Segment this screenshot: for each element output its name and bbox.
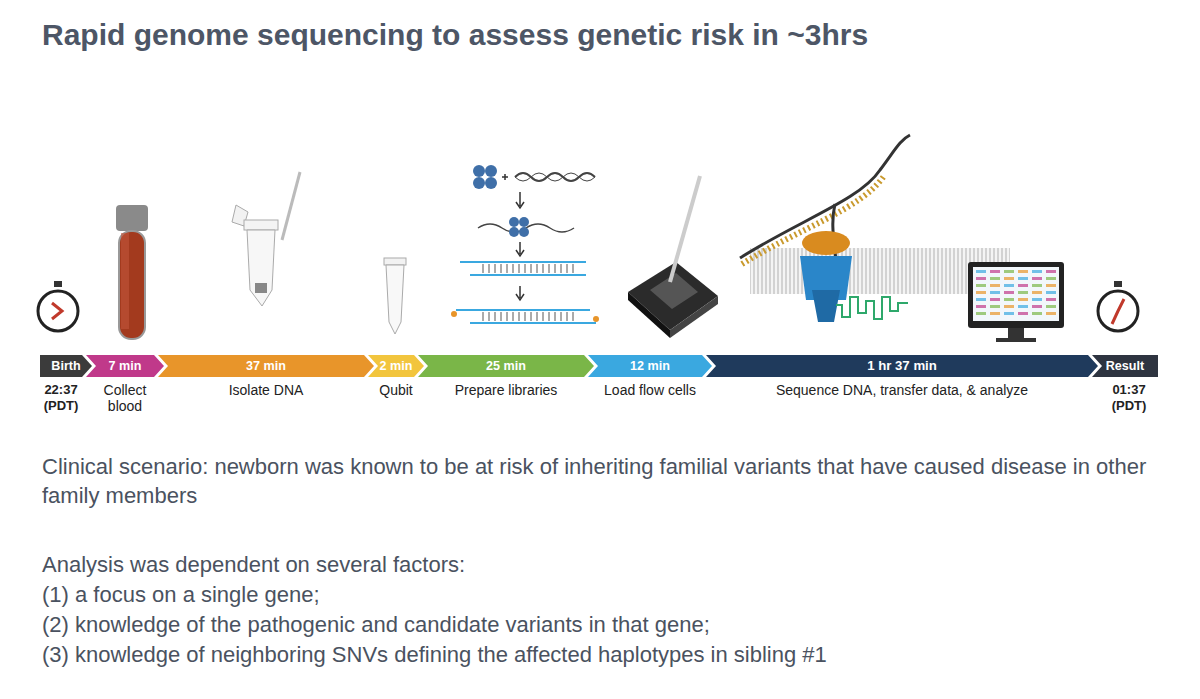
timeline-segment: 25 minPrepare libraries bbox=[418, 355, 594, 377]
timeline-segment: 1 hr 37 minSequence DNA, transfer data, … bbox=[706, 355, 1098, 377]
timeline-segment: 37 minIsolate DNA bbox=[158, 355, 374, 377]
stopwatch bbox=[38, 281, 78, 331]
timeline-segment: Result01:37 (PDT) bbox=[1092, 355, 1158, 377]
step-label: Sequence DNA, transfer data, & analyze bbox=[722, 382, 1082, 398]
qubit-tube bbox=[384, 258, 406, 334]
step-label: Collect blood bbox=[89, 382, 161, 414]
timeline-segment: 2 minQubit bbox=[368, 355, 424, 377]
timeline-segment: 12 minLoad flow cells bbox=[588, 355, 712, 377]
segment-duration: Birth bbox=[40, 355, 92, 377]
step-label: 22:37 (PDT) bbox=[36, 382, 86, 414]
segment-duration: 37 min bbox=[158, 355, 374, 377]
spin-column bbox=[232, 172, 300, 306]
blood-tube bbox=[116, 205, 148, 339]
step-label: 01:37 (PDT) bbox=[1104, 382, 1154, 414]
step-label: Load flow cells bbox=[590, 382, 710, 398]
step-label: Prepare libraries bbox=[426, 382, 586, 398]
segment-duration: Result bbox=[1092, 355, 1158, 377]
step-label: Qubit bbox=[366, 382, 426, 398]
analysis-heading: Analysis was dependent on several factor… bbox=[42, 550, 1192, 579]
factor-item: (3) knowledge of neighboring SNVs defini… bbox=[42, 640, 1192, 669]
segment-duration: 1 hr 37 min bbox=[706, 355, 1098, 377]
factor-item: (1) a focus on a single gene; bbox=[42, 580, 1192, 609]
flow-cell bbox=[628, 176, 718, 338]
factor-item: (2) knowledge of the pathogenic and cand… bbox=[42, 610, 1192, 639]
segment-duration: 7 min bbox=[86, 355, 164, 377]
segment-duration: 12 min bbox=[588, 355, 712, 377]
timeline-segment: 7 minCollect blood bbox=[86, 355, 164, 377]
step-label: Isolate DNA bbox=[191, 382, 341, 398]
segment-duration: 2 min bbox=[368, 355, 424, 377]
monitor bbox=[968, 262, 1064, 342]
stopwatch bbox=[1098, 281, 1138, 331]
timeline-segment: Birth22:37 (PDT) bbox=[40, 355, 92, 377]
slide-title: Rapid genome sequencing to assess geneti… bbox=[42, 18, 868, 52]
library-prep bbox=[451, 165, 599, 323]
scenario-text: Clinical scenario: newborn was known to … bbox=[42, 452, 1192, 510]
segment-duration: 25 min bbox=[418, 355, 594, 377]
